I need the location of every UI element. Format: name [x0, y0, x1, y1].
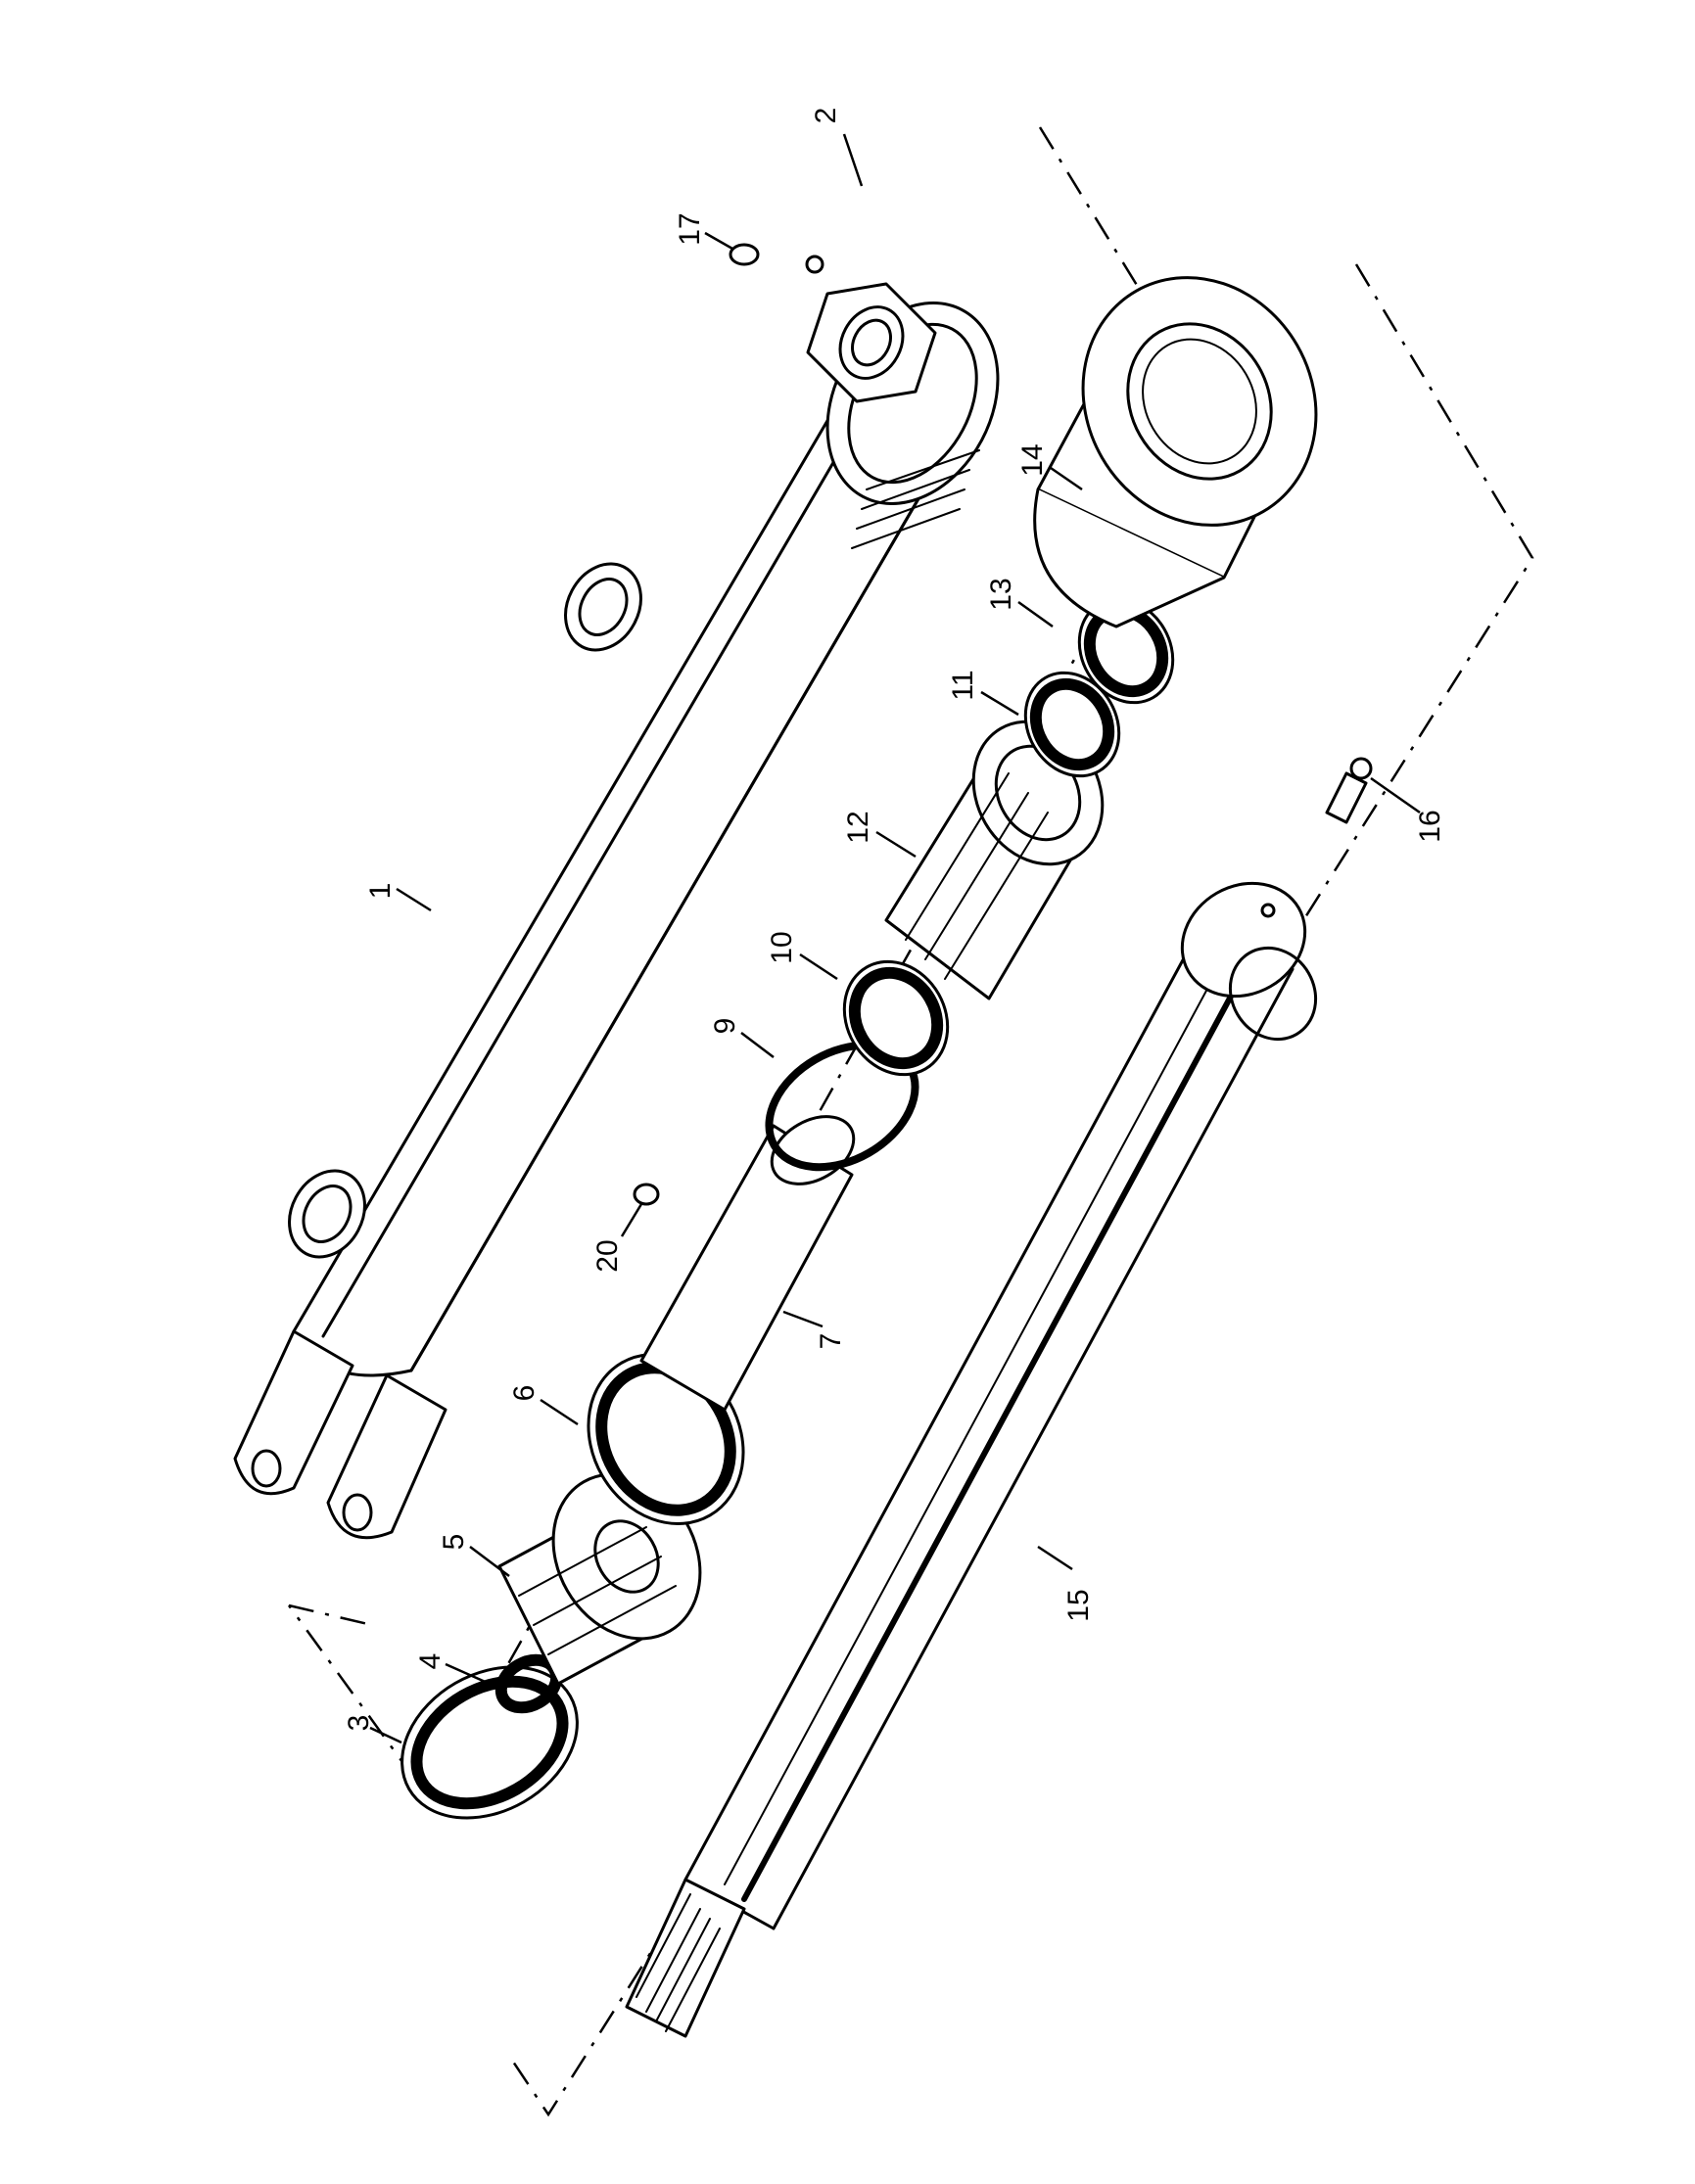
head-cap-14 — [1033, 276, 1318, 628]
callout-7: 7 — [815, 1333, 847, 1350]
callout-labels: 1 2 3 4 5 6 7 9 10 11 12 13 14 15 16 17 … — [343, 108, 1446, 1732]
callout-9: 9 — [709, 1018, 741, 1035]
seal-10 — [842, 959, 950, 1077]
callout-4: 4 — [414, 1653, 447, 1670]
leader-lines — [369, 133, 1421, 1744]
callout-13: 13 — [985, 578, 1017, 610]
callout-12: 12 — [842, 811, 874, 843]
callout-16: 16 — [1414, 810, 1446, 842]
piston-rod-15 — [625, 881, 1318, 2038]
callout-1: 1 — [364, 883, 397, 900]
callout-5: 5 — [438, 1534, 470, 1551]
set-screw-20 — [633, 1183, 660, 1206]
barrel-group-frame — [287, 126, 1216, 1804]
grease-fitting-16 — [1325, 757, 1373, 824]
callout-3: 3 — [343, 1715, 375, 1732]
callout-17: 17 — [674, 212, 706, 245]
spacer-tube-7 — [639, 1115, 856, 1412]
seal-11 — [1023, 671, 1121, 778]
callout-20: 20 — [591, 1239, 624, 1272]
set-screw-17 — [729, 243, 760, 266]
callout-2: 2 — [810, 108, 842, 124]
callout-11: 11 — [947, 670, 979, 700]
callout-14: 14 — [1016, 443, 1049, 476]
rod-group-frame — [507, 263, 1534, 2117]
callout-15: 15 — [1062, 1589, 1095, 1621]
hex-nut — [805, 255, 937, 403]
callout-6: 6 — [508, 1385, 541, 1402]
callout-10: 10 — [766, 931, 798, 963]
